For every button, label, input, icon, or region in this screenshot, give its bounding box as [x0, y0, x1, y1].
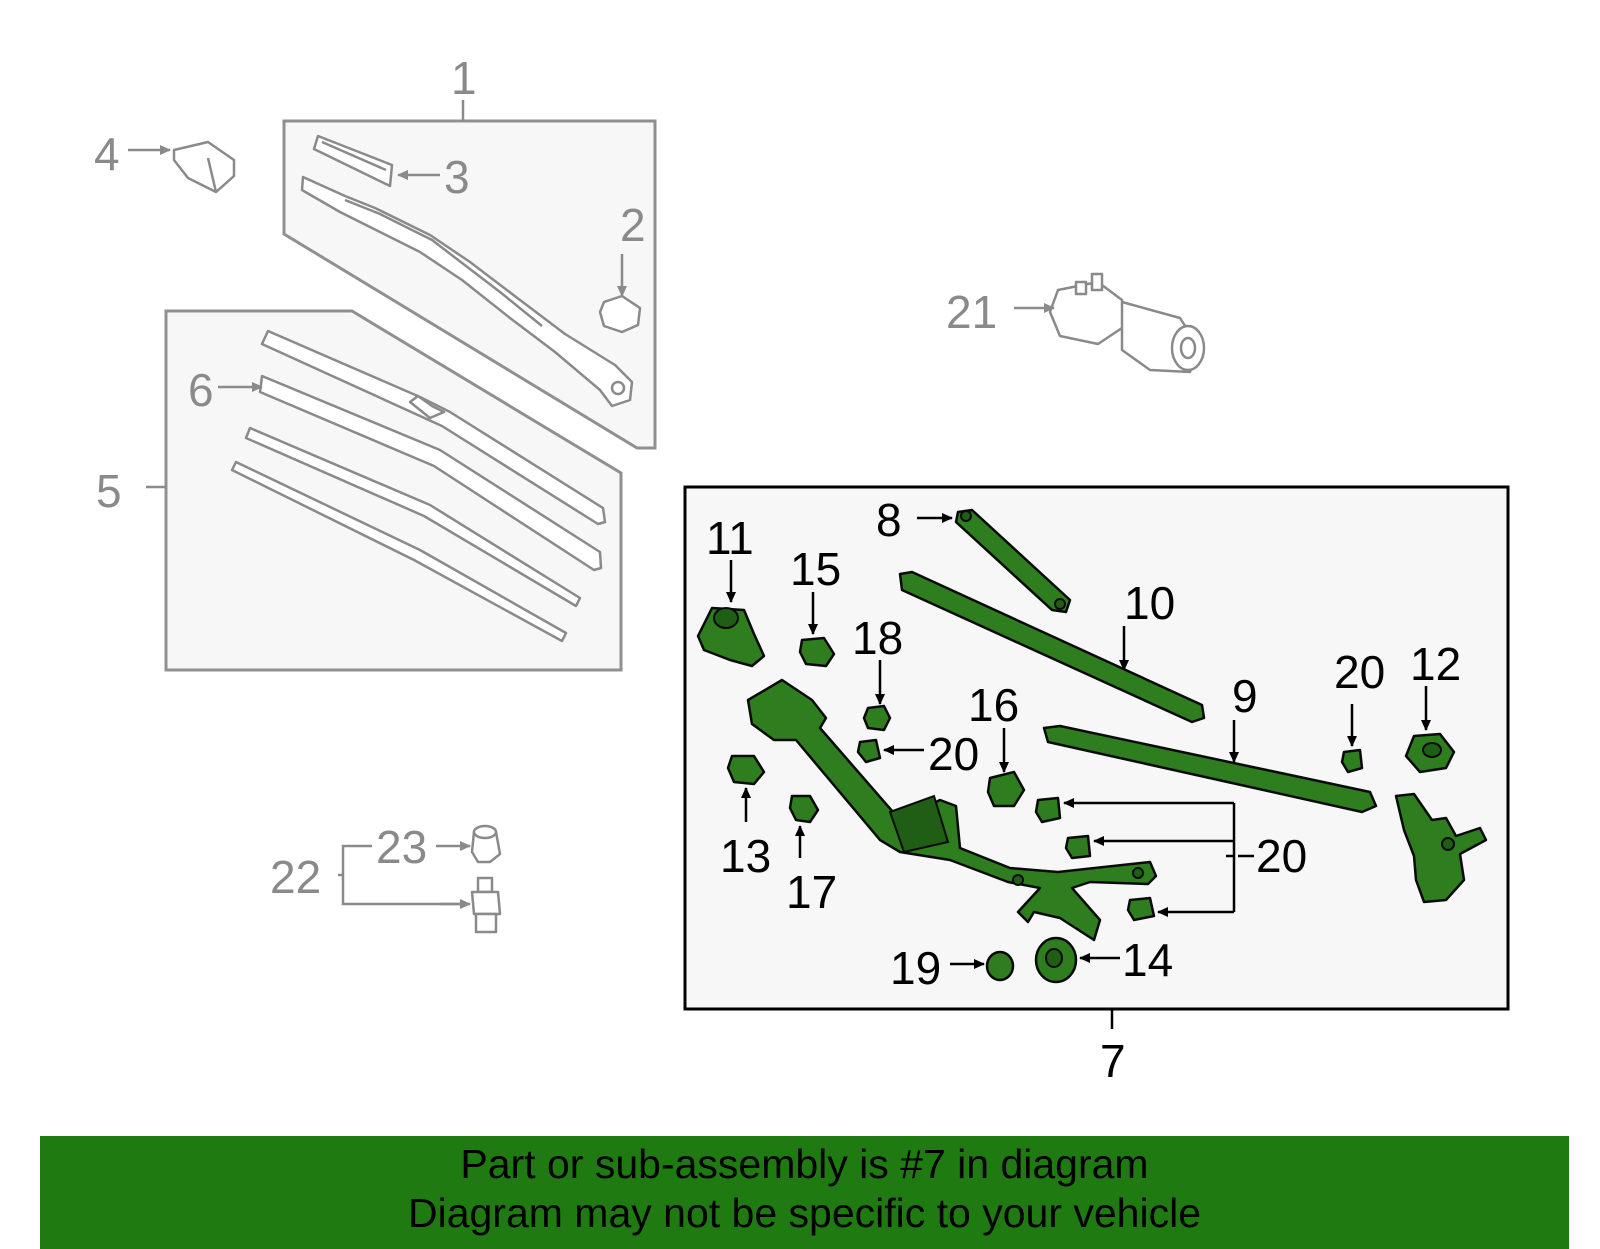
label-15: 15	[790, 543, 841, 595]
label-5: 5	[96, 465, 122, 517]
label-3: 3	[444, 151, 470, 203]
label-14: 14	[1122, 934, 1173, 986]
label-10: 10	[1124, 577, 1175, 629]
label-20-right: 20	[1334, 646, 1385, 698]
label-1: 1	[451, 52, 477, 104]
label-17: 17	[786, 866, 837, 918]
wiper-motor-part-21	[1048, 272, 1206, 374]
info-banner: Part or sub-assembly is #7 in diagram Di…	[40, 1136, 1569, 1249]
label-8: 8	[876, 494, 902, 546]
label-22: 22	[270, 851, 321, 903]
label-6: 6	[188, 364, 214, 416]
label-4: 4	[94, 128, 120, 180]
label-7: 7	[1100, 1035, 1126, 1087]
label-23: 23	[376, 821, 427, 873]
label-18: 18	[852, 612, 903, 664]
part-4	[172, 140, 236, 194]
label-16: 16	[968, 679, 1019, 731]
banner-line-1: Part or sub-assembly is #7 in diagram	[460, 1141, 1149, 1187]
label-11: 11	[706, 512, 754, 564]
wiper-arm-group	[282, 100, 657, 450]
linkage-assembly-group	[683, 485, 1510, 1029]
label-2: 2	[620, 199, 646, 251]
label-9: 9	[1232, 670, 1258, 722]
label-20-bracket: 20	[1256, 830, 1307, 882]
label-20-left: 20	[928, 728, 979, 780]
label-12: 12	[1410, 638, 1461, 690]
wiper-blade-group	[146, 309, 623, 672]
banner-line-2: Diagram may not be specific to your vehi…	[407, 1190, 1201, 1236]
label-19: 19	[890, 942, 941, 994]
label-21: 21	[946, 286, 997, 338]
label-13: 13	[720, 830, 771, 882]
part-22-23	[338, 824, 502, 934]
